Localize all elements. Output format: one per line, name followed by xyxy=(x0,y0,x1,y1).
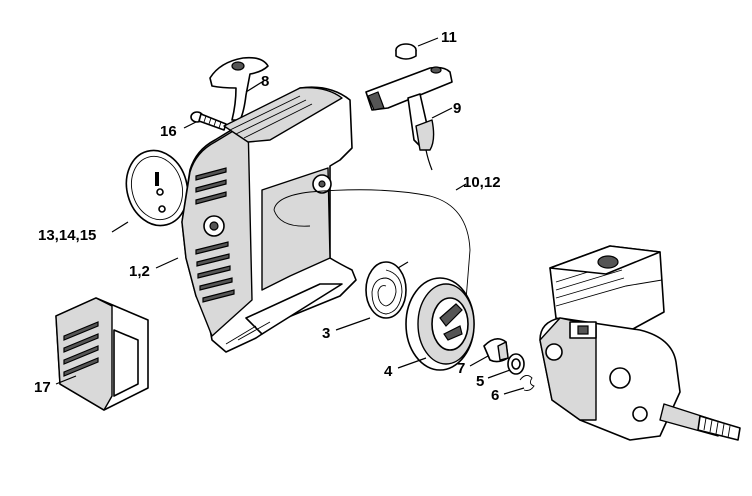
housing-vent-slots xyxy=(195,167,235,303)
callout-16: 16 xyxy=(160,123,177,140)
callout-3: 3 xyxy=(322,325,330,342)
pawl-part xyxy=(483,338,509,363)
washer-part xyxy=(507,353,525,375)
callout-8: 8 xyxy=(261,73,269,90)
callout-7: 7 xyxy=(457,360,465,377)
callout-11: 11 xyxy=(441,29,457,46)
callout-9: 9 xyxy=(453,100,461,117)
handle-cap-part xyxy=(395,43,417,60)
callout-4: 4 xyxy=(384,363,393,380)
leader-lines xyxy=(55,37,525,395)
callout-5: 5 xyxy=(476,373,484,390)
callout-6: 6 xyxy=(491,387,499,404)
callout-10-12: 10,12 xyxy=(463,174,501,191)
engine-part xyxy=(539,245,741,441)
handle-assembly-part xyxy=(365,66,453,171)
callout-labels: 11 8 9 16 10,12 13,14,15 1,2 3 4 7 5 6 1… xyxy=(34,29,501,404)
screw-part xyxy=(190,111,227,131)
callout-17: 17 xyxy=(34,379,51,396)
rewind-spring-part xyxy=(365,261,409,319)
rope-rotor-part xyxy=(405,277,475,371)
starter-rope-part xyxy=(273,189,471,301)
gasket-plate-part xyxy=(125,149,189,227)
fan-housing-part xyxy=(181,86,357,353)
callout-13-14-15: 13,14,15 xyxy=(38,227,96,244)
spring-clip-part xyxy=(519,375,535,391)
callout-1-2: 1,2 xyxy=(129,263,150,280)
filter-cover-part xyxy=(55,297,149,411)
starter-handle-part xyxy=(209,56,269,141)
